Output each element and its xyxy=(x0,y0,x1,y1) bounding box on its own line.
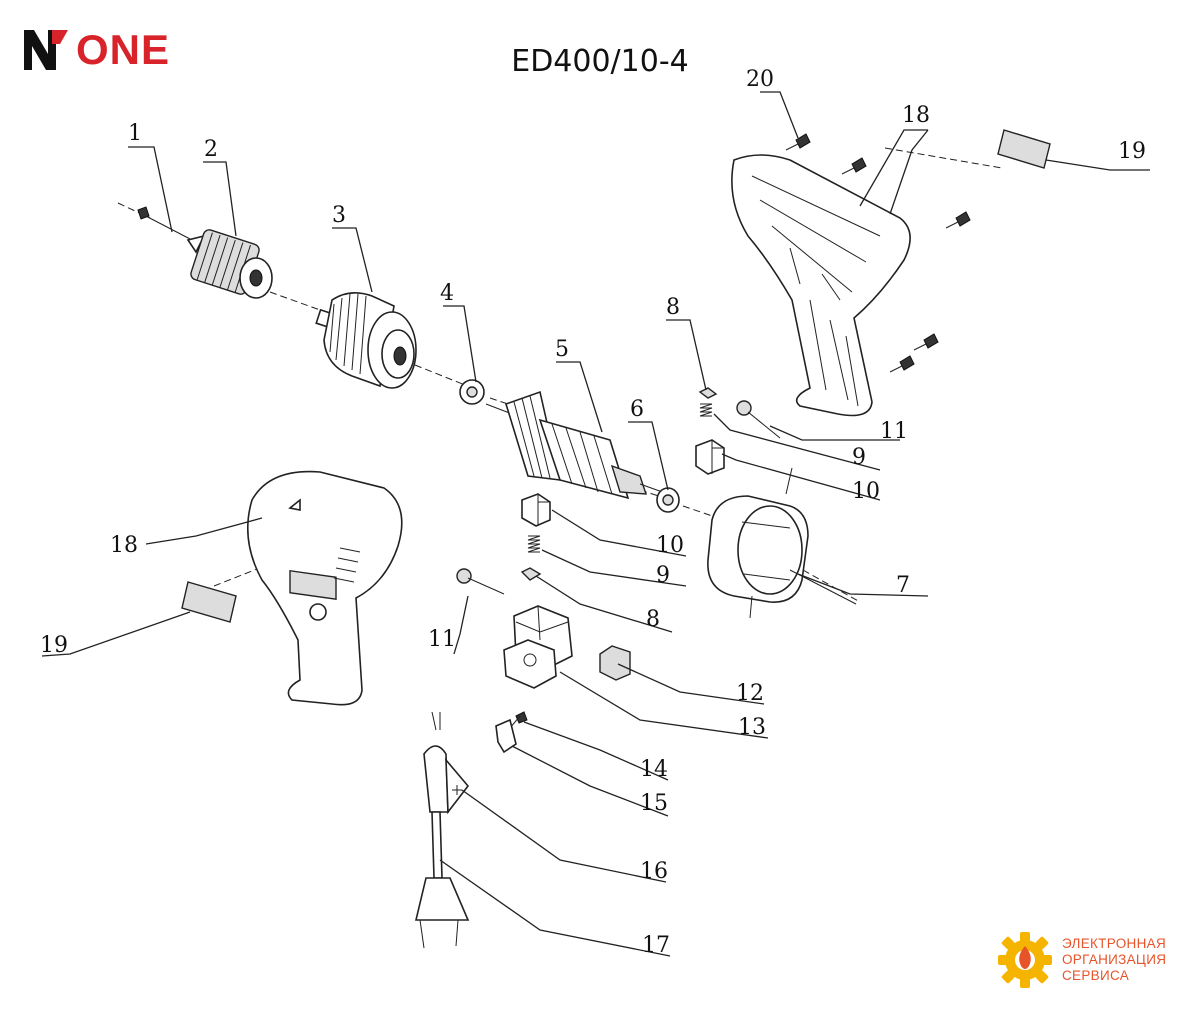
part-13-switch xyxy=(503,605,573,689)
part-8-brush-cap-upper xyxy=(698,387,718,399)
callout-4: 4 xyxy=(440,281,454,306)
callout-18-left: 18 xyxy=(110,533,138,558)
callout-19-left: 19 xyxy=(40,633,68,658)
part-16-cord-guard xyxy=(423,711,470,815)
callout-3: 3 xyxy=(332,203,346,228)
part-6-bearing xyxy=(656,487,680,513)
callout-6: 6 xyxy=(630,397,644,422)
callout-13: 13 xyxy=(738,715,766,740)
part-18-housing-left xyxy=(247,470,403,706)
callout-14: 14 xyxy=(640,757,668,782)
callout-17: 17 xyxy=(642,933,670,958)
service-line-2: ОРГАНИЗАЦИЯ xyxy=(1062,952,1167,967)
part-15-cord-clamp xyxy=(495,718,517,754)
part-9-spring-lower xyxy=(527,535,541,553)
brand-name: ONE xyxy=(76,26,171,73)
brand-mark-icon xyxy=(24,30,68,70)
part-7-stator xyxy=(707,467,857,619)
callout-5: 5 xyxy=(555,337,569,362)
part-9-spring-upper xyxy=(699,403,713,417)
part-10-brush-holder-lower xyxy=(521,493,551,527)
callout-8-lower: 8 xyxy=(646,607,660,632)
callout-7: 7 xyxy=(896,573,910,598)
callout-10-lower: 10 xyxy=(656,533,684,558)
callout-16: 16 xyxy=(640,859,668,884)
part-10-brush-holder-upper xyxy=(695,439,725,475)
callout-10-upper: 10 xyxy=(852,479,880,504)
callout-9-lower: 9 xyxy=(656,563,670,588)
part-14-screw xyxy=(509,711,528,729)
callout-labels: 1 2 3 4 5 6 7 8 8 9 9 10 10 11 11 12 13 … xyxy=(40,67,1146,958)
callout-1: 1 xyxy=(128,121,142,146)
service-line-1: ЭЛЕКТРОННАЯ xyxy=(1062,936,1166,951)
part-19-label-lower xyxy=(181,581,237,623)
part-17-power-cord xyxy=(414,811,470,949)
part-2-drill-chuck xyxy=(186,229,273,299)
part-4-bearing xyxy=(459,379,485,405)
part-11-brush-lead-upper xyxy=(736,400,781,439)
part-18-housing-right xyxy=(731,154,911,417)
part-8-brush-cap-lower xyxy=(520,567,542,581)
part-11-brush-lead-lower xyxy=(456,568,505,595)
callout-18-right: 18 xyxy=(902,103,930,128)
part-12-capacitor xyxy=(599,645,631,681)
part-19-label-upper xyxy=(997,129,1051,169)
part-5-armature xyxy=(485,390,669,500)
callout-2: 2 xyxy=(204,137,218,162)
brand-logo: ONE xyxy=(22,28,170,72)
callout-8-upper: 8 xyxy=(666,295,680,320)
model-title: ED400/10-4 xyxy=(511,44,689,79)
part-20-screws xyxy=(785,133,971,373)
service-organization-logo: ЭЛЕКТРОННАЯ ОРГАНИЗАЦИЯ СЕРВИСА xyxy=(996,930,1166,990)
gear-icon xyxy=(998,932,1052,988)
callout-11-lower: 11 xyxy=(428,627,456,652)
callout-15: 15 xyxy=(640,791,668,816)
callout-11-upper: 11 xyxy=(880,419,908,444)
callout-12: 12 xyxy=(736,681,764,706)
callout-19-right: 19 xyxy=(1118,139,1146,164)
part-1-screw xyxy=(137,206,193,241)
callout-20: 20 xyxy=(746,67,774,92)
service-organization-text: ЭЛЕКТРОННАЯ ОРГАНИЗАЦИЯ СЕРВИСА xyxy=(1062,936,1166,984)
leader-lines xyxy=(41,91,1150,957)
callout-9-upper: 9 xyxy=(852,445,866,470)
part-3-gear-housing xyxy=(315,292,417,389)
service-line-3: СЕРВИСА xyxy=(1062,968,1130,983)
